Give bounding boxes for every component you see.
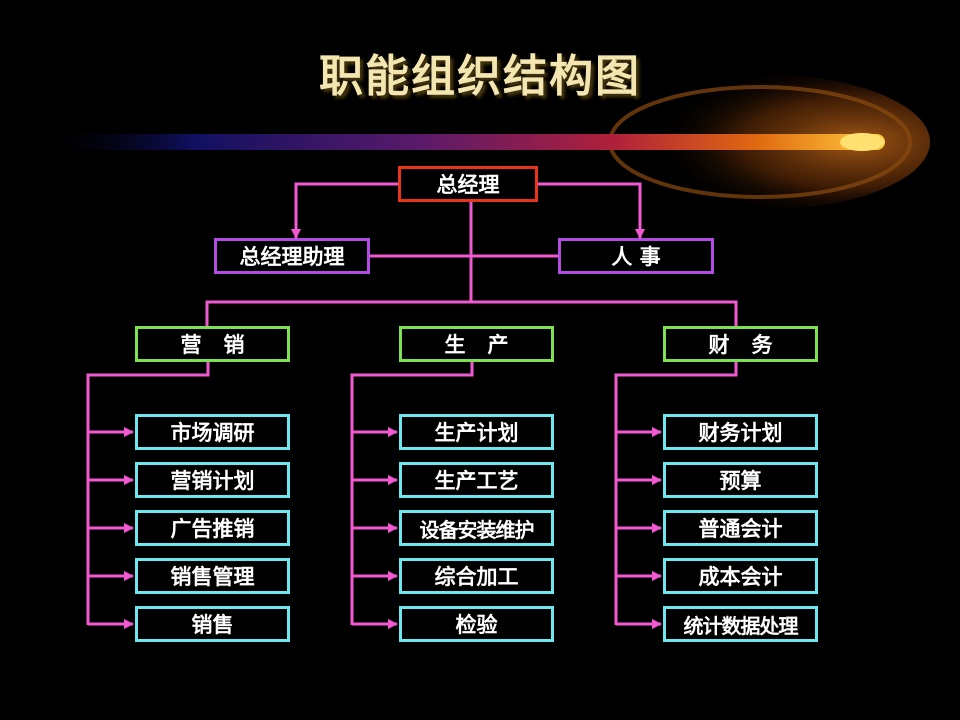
hr-box: 人 事 — [558, 238, 714, 274]
function-box: 广告推销 — [135, 510, 290, 546]
function-box: 生产工艺 — [399, 462, 554, 498]
department-bus — [205, 300, 738, 326]
department-1-feeder — [350, 362, 474, 625]
department-box: 营 销 — [135, 326, 290, 362]
function-box: 销售 — [135, 606, 290, 642]
comet-head — [840, 133, 884, 151]
function-box: 市场调研 — [135, 414, 290, 450]
function-box: 财务计划 — [663, 414, 818, 450]
function-box: 设备安装维护 — [399, 510, 554, 546]
function-box: 综合加工 — [399, 558, 554, 594]
function-box: 销售管理 — [135, 558, 290, 594]
department-box: 生 产 — [399, 326, 554, 362]
function-box: 生产计划 — [399, 414, 554, 450]
comet-streak — [40, 134, 885, 150]
general-manager-box: 总经理 — [398, 166, 538, 202]
department-2-feeder — [614, 362, 738, 625]
function-box: 成本会计 — [663, 558, 818, 594]
department-box: 财 务 — [663, 326, 818, 362]
function-box: 预算 — [663, 462, 818, 498]
page-title: 职能组织结构图 — [319, 51, 641, 102]
connector-to-hr — [536, 182, 645, 239]
function-box: 统计数据处理 — [663, 606, 818, 642]
connector-to-assistant — [291, 182, 398, 239]
function-box: 普通会计 — [663, 510, 818, 546]
assistant-manager-box: 总经理助理 — [214, 238, 370, 274]
department-0-feeder — [86, 362, 210, 625]
function-box: 检验 — [399, 606, 554, 642]
function-box: 营销计划 — [135, 462, 290, 498]
